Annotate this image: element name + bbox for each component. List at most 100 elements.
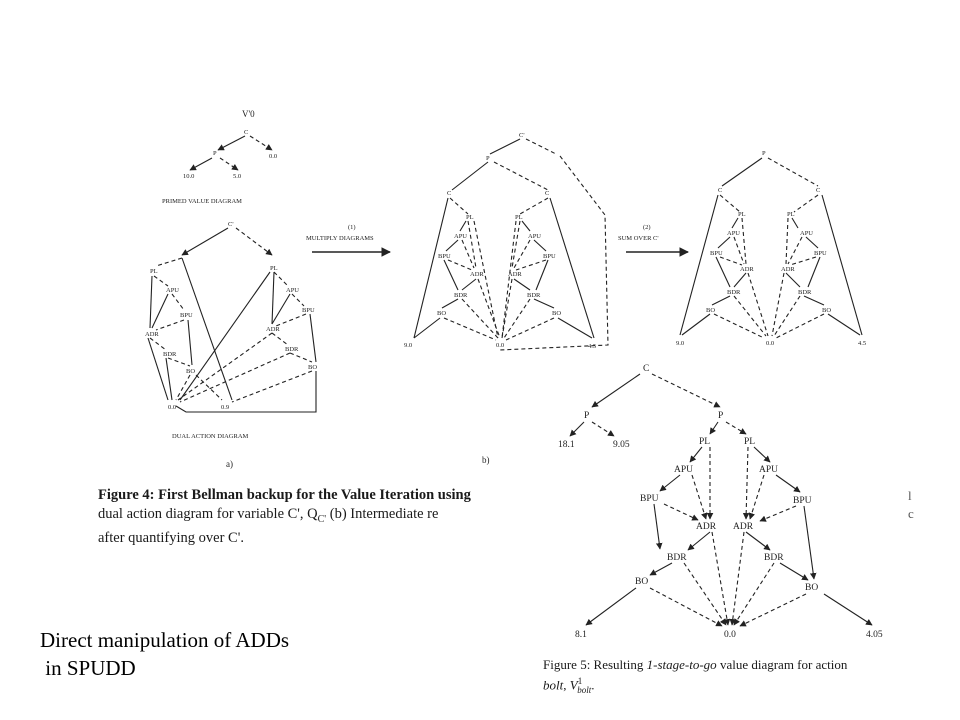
primed-node-p: P [213, 150, 217, 157]
right-c-right: C [816, 187, 820, 194]
dual-right-bo: BO [308, 364, 317, 371]
fig5-node-adr-right: ADR [733, 522, 754, 532]
right-value-center: 0.0 [766, 340, 774, 347]
fig5-node-apu-left: APU [674, 465, 693, 475]
fig5-node-pl-right: PL [744, 437, 755, 447]
right-r-apu: APU [800, 230, 813, 237]
panel-b-label: b) [482, 455, 490, 465]
mid-p: P [486, 155, 490, 162]
dual-title: DUAL ACTION DIAGRAM [172, 433, 249, 440]
fig5-node-bo-right: BO [805, 583, 818, 593]
mid-r-bdr: BDR [527, 292, 541, 299]
fig5-node-c: C [643, 364, 649, 374]
caption-fragment-2: c [908, 506, 914, 521]
dual-left-adr: ADR [145, 331, 159, 338]
mid-r-adr: ADR [508, 271, 522, 278]
right-r-pl: PL [787, 211, 795, 218]
fig5-node-p-right: P [718, 411, 723, 421]
dual-node-root: C' [228, 221, 234, 228]
mid-value-right: 4.5 [588, 343, 596, 350]
mid-l-pl: PL [466, 214, 474, 221]
annotation-line1: Direct manipulation of ADDs [40, 628, 290, 652]
mid-r-bo: BO [552, 310, 561, 317]
dual-left-pl: PL [150, 268, 158, 275]
fig5-node-bpu-left: BPU [640, 494, 659, 504]
mid-l-bpu: BPU [438, 253, 451, 260]
fig5-value-4: 4.05 [866, 630, 883, 640]
primed-value-10: 10.0 [183, 173, 194, 180]
dual-right-adr: ADR [266, 326, 280, 333]
dual-left-bdr: BDR [163, 351, 177, 358]
figure5-panel [530, 352, 920, 652]
step2-number: (2) [643, 224, 651, 231]
mid-c-left: C [447, 190, 451, 197]
step1-number: (1) [348, 224, 356, 231]
v0-label: V'0 [242, 109, 255, 119]
mid-c-right: C [545, 190, 549, 197]
step1-label: MULTIPLY DIAGRAMS [306, 235, 374, 242]
dual-left-bpu: BPU [180, 312, 193, 319]
right-l-adr: ADR [740, 266, 754, 273]
panel-a-label: a) [226, 459, 233, 469]
figure5-diagram: C P P 18.1 9.05 PL PL APU APU BPU BPU AD… [558, 364, 883, 640]
right-c-left: C [718, 187, 722, 194]
right-root: P [762, 150, 766, 157]
fig5-node-bo-left: BO [635, 577, 648, 587]
mid-l-bdr: BDR [454, 292, 468, 299]
right-r-bo: BO [822, 307, 831, 314]
step1-arrow: (1) MULTIPLY DIAGRAMS [306, 224, 391, 257]
intermediate-diagram: C' P C C PL APU BPU ADR BDR BO PL APU [404, 132, 609, 465]
right-value-right: 4.5 [858, 340, 866, 347]
right-l-bpu: BPU [710, 250, 723, 257]
dual-left-apu: APU [166, 287, 179, 294]
dual-right-apu: APU [286, 287, 299, 294]
mid-l-adr: ADR [470, 271, 484, 278]
right-l-apu: APU [727, 230, 740, 237]
fig5-node-apu-right: APU [759, 465, 778, 475]
fig5-node-p-left: P [584, 411, 589, 421]
mid-l-apu: APU [454, 233, 467, 240]
figure5-caption: Figure 5: Resulting 1-stage-to-go value … [543, 657, 848, 695]
fig5-value-18: 18.1 [558, 440, 575, 450]
fig5-value-0: 0.0 [724, 630, 736, 640]
fig5-node-bpu-right: BPU [793, 496, 812, 506]
fig5-node-pl-left: PL [699, 437, 710, 447]
summed-diagram: P C C PL APU BPU ADR BDR BO PL APU BPU A… [676, 150, 866, 347]
primed-value-diagram: V'0 C P 10.0 5.0 0.0 PRIMED VALUE DIAGRA… [162, 109, 277, 205]
primed-title: PRIMED VALUE DIAGRAM [162, 198, 242, 205]
slide-annotation: Direct manipulation of ADDs in SPUDD [40, 626, 289, 682]
dual-leaf-zero: 0.0 [168, 404, 176, 411]
right-r-adr: ADR [781, 266, 795, 273]
primed-node-c: C [244, 129, 248, 136]
dual-action-diagram: C' PL APU BPU ADR BDR BO PL APU BPU ADR … [145, 221, 317, 469]
right-l-pl: PL [738, 211, 746, 218]
fig5-value-9: 9.05 [613, 440, 630, 450]
dual-left-bo: BO [186, 368, 195, 375]
step2-arrow: (2) SUM OVER C' [618, 224, 689, 257]
mid-value-left: 9.0 [404, 342, 412, 349]
primed-value-5: 5.0 [233, 173, 241, 180]
fig5-node-bdr-right: BDR [764, 553, 784, 563]
dual-right-pl: PL [270, 265, 278, 272]
primed-value-0: 0.0 [269, 153, 277, 160]
dual-right-bpu: BPU [302, 307, 315, 314]
mid-root: C' [519, 132, 525, 139]
caption-fragment-1: l [908, 488, 912, 503]
mid-r-pl: PL [515, 214, 523, 221]
right-l-bo: BO [706, 307, 715, 314]
mid-r-bpu: BPU [543, 253, 556, 260]
fig5-node-bdr-left: BDR [667, 553, 687, 563]
right-value-left: 9.0 [676, 340, 684, 347]
right-l-bdr: BDR [727, 289, 741, 296]
right-r-bpu: BPU [814, 250, 827, 257]
dual-leaf-nine: 0.9 [221, 404, 229, 411]
fig5-node-adr-left: ADR [696, 522, 717, 532]
figure4-caption-line1: Figure 4: First Bellman backup for the V… [98, 487, 471, 503]
right-r-bdr: BDR [798, 289, 812, 296]
figure4-caption-line3: after quantifying over C'. [98, 529, 244, 546]
mid-value-center: 0.0 [496, 342, 504, 349]
figure4-caption-line2: dual action diagram for variable C', QC'… [98, 506, 439, 525]
mid-r-apu: APU [528, 233, 541, 240]
mid-l-bo: BO [437, 310, 446, 317]
